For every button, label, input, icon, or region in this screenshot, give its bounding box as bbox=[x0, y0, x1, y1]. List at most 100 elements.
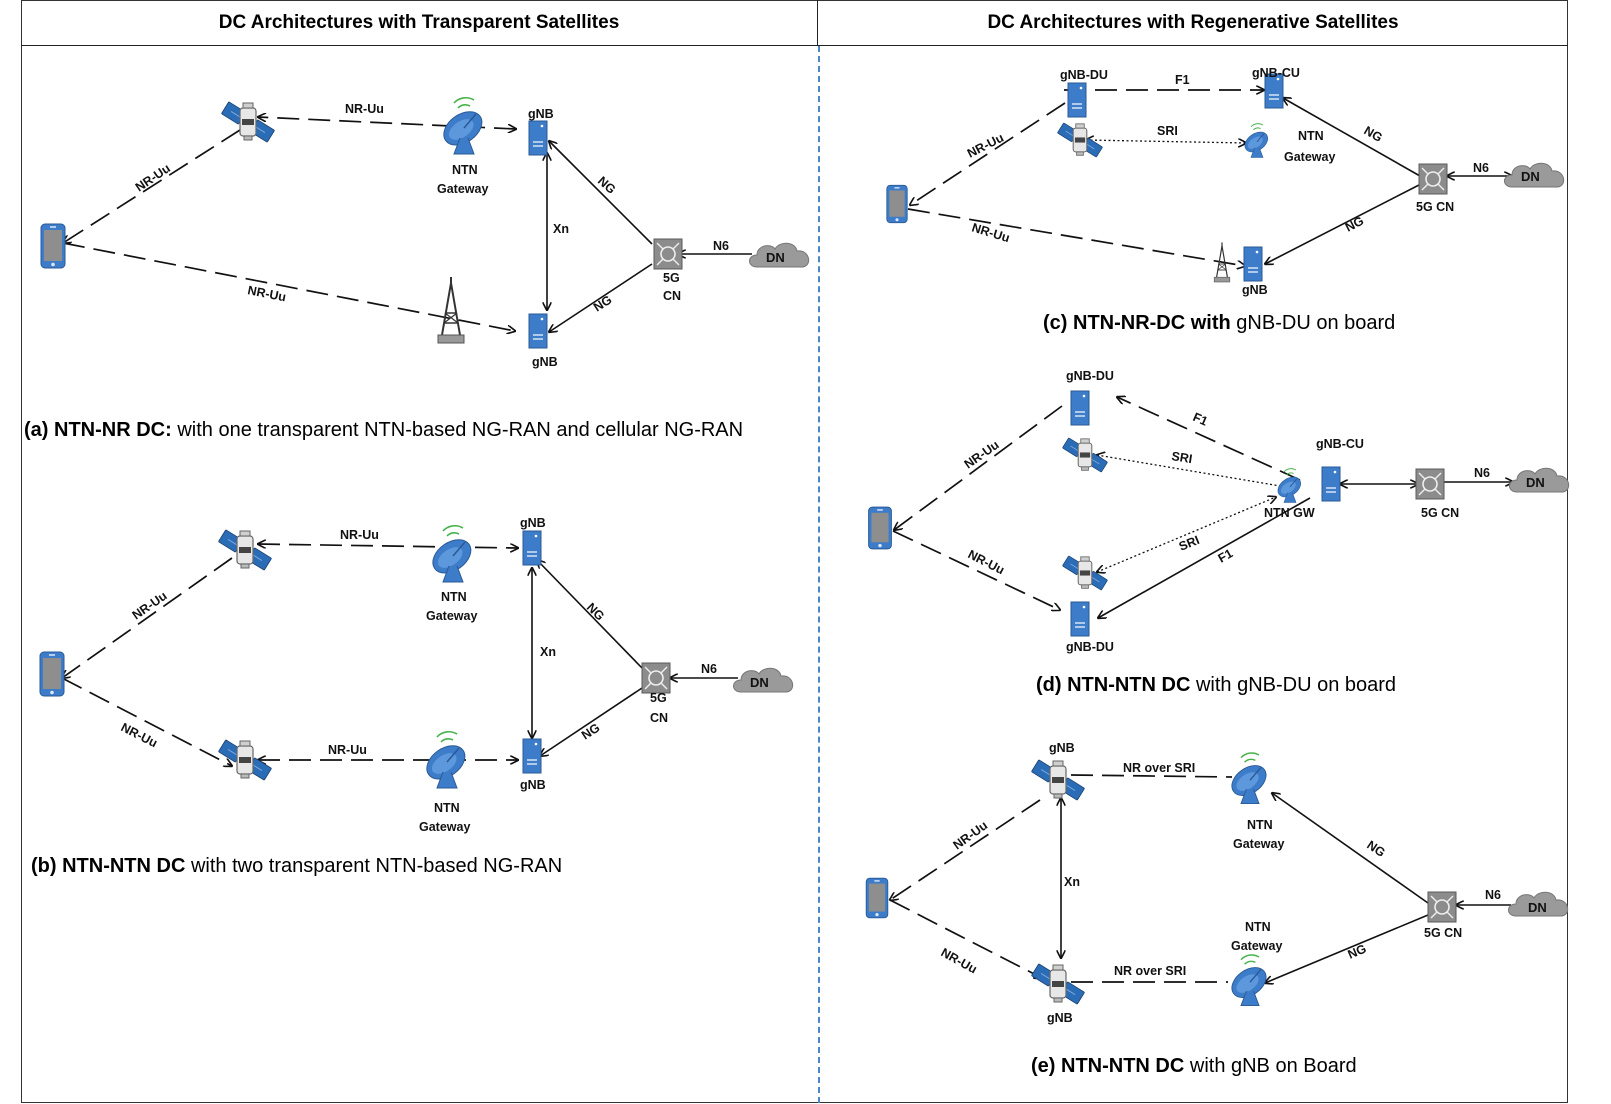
link-sri-bottom-d bbox=[1097, 497, 1276, 572]
link-sri-top-d bbox=[1097, 455, 1292, 488]
link-f1-bottom-d bbox=[1098, 497, 1311, 618]
label-nr-uu: NR-Uu bbox=[328, 743, 367, 757]
link-sat-gnb-top-b bbox=[258, 544, 518, 548]
label-ntn: NTN bbox=[452, 163, 478, 177]
label-dn: DN bbox=[1526, 475, 1545, 490]
core-network-icon bbox=[1415, 468, 1445, 500]
panel-divider bbox=[818, 46, 820, 1103]
core-network-icon bbox=[1427, 891, 1457, 923]
caption-c: (c) NTN-NR-DC with gNB-DU on board bbox=[1043, 312, 1395, 334]
link-sri-c bbox=[1086, 140, 1246, 143]
label-n6: N6 bbox=[701, 662, 717, 676]
label-nr-uu: NR-Uu bbox=[951, 818, 991, 852]
label-5g: 5G bbox=[663, 271, 680, 285]
label-gnb: gNB bbox=[532, 355, 558, 369]
caption-a: (a) NTN-NR DC: with one transparent NTN-… bbox=[24, 419, 743, 441]
label-gnb: gNB bbox=[1047, 1011, 1073, 1025]
label-ng: NG bbox=[595, 174, 618, 197]
dish-icon bbox=[1225, 954, 1273, 1007]
label-gnb: gNB bbox=[520, 778, 546, 792]
gnb-du-server-icon bbox=[1070, 601, 1090, 637]
label-gnb-du: gNB-DU bbox=[1066, 369, 1114, 383]
dish-icon bbox=[1225, 752, 1273, 805]
satellite-icon bbox=[1030, 759, 1086, 801]
label-ntn: NTN bbox=[1247, 818, 1273, 832]
caption-e: (e) NTN-NTN DC with gNB on Board bbox=[1031, 1055, 1357, 1077]
phone-icon bbox=[886, 184, 908, 224]
gnb-server-icon bbox=[528, 120, 548, 156]
label-ntn: NTN bbox=[1245, 920, 1271, 934]
link-du-phone-d bbox=[894, 405, 1063, 530]
label-n6: N6 bbox=[1485, 888, 1501, 902]
label-xn: Xn bbox=[553, 222, 569, 236]
label-ng: NG bbox=[579, 721, 602, 743]
label-nr-uu: NR-Uu bbox=[133, 161, 173, 194]
label-gnb: gNB bbox=[1049, 741, 1075, 755]
label-ntn: NTN bbox=[441, 590, 467, 604]
label-sri: SRI bbox=[1157, 124, 1178, 138]
link-phone-sat-e bbox=[889, 899, 1042, 978]
label-gnb-du: gNB-DU bbox=[1066, 640, 1114, 654]
link-ng-top-b bbox=[537, 560, 643, 669]
phone-icon bbox=[865, 877, 889, 919]
label-5g: 5G bbox=[650, 691, 667, 705]
label-ng: NG bbox=[1346, 942, 1369, 962]
label-n6: N6 bbox=[1474, 466, 1490, 480]
link-ng-top-a bbox=[549, 141, 653, 245]
core-network-icon bbox=[1418, 163, 1448, 195]
link-phone-gnb-a bbox=[62, 242, 515, 331]
label-gateway: Gateway bbox=[1284, 150, 1335, 164]
label-nr-over-sri: NR over SRI bbox=[1123, 761, 1195, 775]
label-ng: NG bbox=[1364, 838, 1387, 860]
label-nr-uu: NR-Uu bbox=[966, 547, 1007, 577]
link-du-phone-c bbox=[910, 102, 1066, 205]
link-phone-sat-b bbox=[61, 677, 232, 766]
phone-icon bbox=[867, 506, 893, 550]
label-gnb: gNB bbox=[1242, 283, 1268, 297]
label-ntn: NTN bbox=[434, 801, 460, 815]
label-f1: F1 bbox=[1175, 73, 1190, 87]
label-dn: DN bbox=[750, 675, 769, 690]
label-nr-over-sri: NR over SRI bbox=[1114, 964, 1186, 978]
panel-a: NR-Uu NR-Uu NR-Uu gNB gNB NTN Gateway Xn… bbox=[40, 96, 810, 369]
core-network-icon bbox=[653, 238, 683, 270]
label-xn: Xn bbox=[1064, 875, 1080, 889]
label-n6: N6 bbox=[713, 239, 729, 253]
satellite-icon bbox=[1061, 437, 1109, 473]
caption-b: (b) NTN-NTN DC with two transparent NTN-… bbox=[31, 855, 562, 877]
label-sri: SRI bbox=[1177, 533, 1202, 554]
link-phone-du-d bbox=[892, 530, 1060, 610]
link-ng-bottom-c bbox=[1265, 184, 1420, 264]
gnb-du-server-icon bbox=[1070, 390, 1090, 426]
link-ng-top-e bbox=[1272, 793, 1429, 904]
gnb-server-icon bbox=[1243, 246, 1263, 282]
gnb-cu-server-icon bbox=[1321, 466, 1341, 502]
link-f1-top-d bbox=[1117, 397, 1301, 481]
dish-icon bbox=[1240, 123, 1272, 158]
dish-icon bbox=[1273, 468, 1305, 503]
label-sri: SRI bbox=[1171, 449, 1194, 466]
label-dn: DN bbox=[1528, 900, 1547, 915]
panel-c: gNB-DU gNB-CU F1 SRI NTN Gateway NG NG N… bbox=[886, 66, 1565, 297]
link-sat-phone-a bbox=[63, 129, 241, 243]
link-ng-bottom-e bbox=[1265, 914, 1429, 983]
link-sat-phone-e bbox=[890, 799, 1041, 900]
label-ng: NG bbox=[591, 293, 614, 315]
label-ng: NG bbox=[584, 600, 607, 623]
link-phone-gnb-c bbox=[907, 208, 1245, 266]
core-network-icon bbox=[641, 662, 671, 694]
label-nr-uu: NR-Uu bbox=[246, 283, 287, 304]
panel-b: NR-Uu NR-Uu NR-Uu NR-Uu gNB gNB NTN Gate… bbox=[39, 516, 794, 834]
label-gateway: Gateway bbox=[1233, 837, 1284, 851]
link-ng-bottom-a bbox=[549, 263, 653, 332]
label-ng: NG bbox=[1343, 214, 1366, 235]
label-ntn: NTN bbox=[1298, 129, 1324, 143]
panel-d: gNB-DU gNB-DU gNB-CU F1 F1 SRI SRI NTN G… bbox=[867, 369, 1570, 654]
label-f1: F1 bbox=[1191, 410, 1210, 429]
satellite-icon bbox=[1030, 963, 1086, 1005]
label-ntn-gw: NTN GW bbox=[1264, 506, 1315, 520]
dish-icon bbox=[425, 524, 478, 583]
phone-icon bbox=[40, 223, 66, 269]
label-nr-uu: NR-Uu bbox=[970, 220, 1011, 245]
